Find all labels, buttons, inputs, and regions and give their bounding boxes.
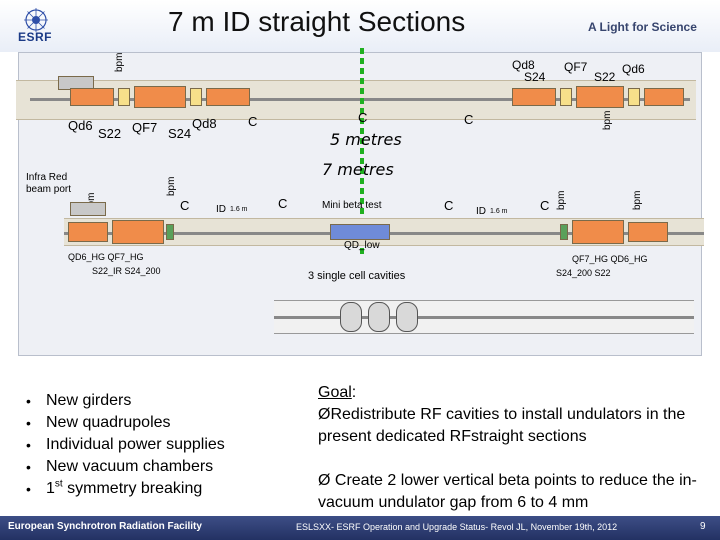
footer-organization: European Synchrotron Radiation Facility — [8, 521, 202, 532]
page-number: 9 — [700, 521, 706, 532]
rf-vacuum-pipe — [274, 316, 694, 319]
esrf-logo-icon — [24, 8, 48, 32]
goal-colon: : — [351, 384, 357, 401]
rf-cavity-3 — [396, 302, 418, 332]
magnet-qd6-hg — [68, 222, 108, 242]
magnet-s24-right — [560, 88, 572, 106]
label-qd8-left: Qd8 — [192, 116, 217, 131]
bpm-label-top: bpm — [114, 52, 125, 72]
bullet-prefix: 1 — [46, 480, 55, 497]
bpm-label-lower-right-2: bpm — [632, 190, 643, 210]
magnet-s24-left — [190, 88, 202, 106]
bullet-item: Individual power supplies — [26, 434, 225, 456]
magnet-qd6-hg-right — [628, 222, 668, 242]
label-five-metres: 5 metres — [330, 130, 402, 149]
label-qf7-left: QF7 — [132, 120, 158, 135]
bpm-label-lower-right-1: bpm — [556, 190, 567, 210]
goal-point-2: Ø Create 2 lower vertical beta points to… — [318, 472, 697, 511]
footer-citation: ESLSXX- ESRF Operation and Upgrade Statu… — [296, 522, 618, 532]
magnet-qd-low — [330, 224, 390, 240]
label-c-upper-1: C — [248, 114, 258, 129]
goal-point-1: ØRedistribute RF cavities to install und… — [318, 406, 686, 445]
label-c-lower-2: C — [278, 196, 288, 211]
label-qd8-right: Qd8 — [512, 58, 535, 72]
bpm-label-upper-right: bpm — [602, 110, 613, 130]
label-seven-metres: 7 metres — [322, 160, 394, 179]
bullet-item: New girders — [26, 390, 225, 412]
center-marker-line — [360, 48, 364, 258]
label-qf7-hg-qd6-hg: QF7_HG QD6_HG — [572, 254, 648, 264]
label-c-lower-4: C — [540, 198, 550, 213]
label-beam-port: beam port — [26, 184, 72, 195]
label-s24-200-s22: S24_200 S22 — [556, 268, 611, 278]
magnet-qd8-left — [206, 88, 250, 106]
label-s24-right: S24 — [524, 70, 546, 84]
magnet-qf7-left — [134, 86, 186, 108]
bullet-item: New quadrupoles — [26, 412, 225, 434]
magnet-qd6-left — [70, 88, 114, 106]
label-qd6-right: Qd6 — [622, 62, 645, 76]
magnet-s24-200-right — [560, 224, 568, 240]
label-c-lower-3: C — [444, 198, 454, 213]
label-s22-right: S22 — [594, 70, 616, 84]
goal-title: Goal — [318, 384, 352, 401]
label-qd6-hg-qf7-hg: QD6_HG QF7_HG — [68, 252, 144, 262]
rf-cavity-2 — [368, 302, 390, 332]
bullet-rest: symmetry breaking — [62, 480, 203, 497]
slide-header: ESRF 7 m ID straight Sections A Light fo… — [0, 0, 720, 52]
magnet-qf7-hg-right — [572, 220, 624, 244]
magnet-s22-right — [628, 88, 640, 106]
label-id-right: ID — [476, 206, 486, 217]
label-s22-ir-s24-200: S22_IR S24_200 — [92, 266, 161, 276]
logo-text: ESRF — [18, 30, 53, 44]
rf-cavity-1 — [340, 302, 362, 332]
magnet-s22-left — [118, 88, 130, 106]
goal-spacer — [318, 448, 712, 470]
label-qd-low: QD_low — [344, 240, 380, 251]
slide-footer: European Synchrotron Radiation Facility … — [0, 516, 720, 540]
label-id-left-size: 1.6 m — [230, 206, 248, 213]
label-qd6-left: Qd6 — [68, 118, 93, 133]
label-qf7-right: QF7 — [564, 60, 588, 74]
label-s24-left: S24 — [168, 126, 192, 141]
slide-title: 7 m ID straight Sections — [168, 6, 466, 37]
bullet-superscript: st — [54, 478, 63, 490]
magnet-s24-200-left — [166, 224, 174, 240]
label-c-lower-1: C — [180, 198, 190, 213]
magnet-qf7-hg-left — [112, 220, 164, 244]
label-c-upper-2: C — [358, 110, 368, 125]
goal-block: Goal: ØRedistribute RF cavities to insta… — [318, 382, 712, 514]
magnet-qd8-right — [512, 88, 556, 106]
label-infra-red: Infra Red — [26, 172, 68, 183]
magnet-qf7-right — [576, 86, 624, 108]
label-id-left: ID — [216, 204, 226, 215]
magnet-qd6-right — [644, 88, 684, 106]
bullet-item-symmetry: 1st symmetry breaking — [26, 478, 225, 500]
label-id-right-size: 1.6 m — [490, 208, 508, 215]
label-c-upper-3: C — [464, 112, 474, 127]
goal-heading: Goal: — [318, 382, 712, 404]
label-three-cavities: 3 single cell cavities — [308, 270, 406, 282]
label-s22-left: S22 — [98, 126, 122, 141]
lower-beam-port — [70, 202, 106, 216]
label-mini-beta-test: Mini beta test — [322, 200, 382, 211]
tagline: A Light for Science — [588, 20, 697, 34]
bpm-label-lower-left-2: bpm — [166, 176, 177, 196]
bullet-list: New girders New quadrupoles Individual p… — [26, 390, 225, 500]
bullet-item: New vacuum chambers — [26, 456, 225, 478]
